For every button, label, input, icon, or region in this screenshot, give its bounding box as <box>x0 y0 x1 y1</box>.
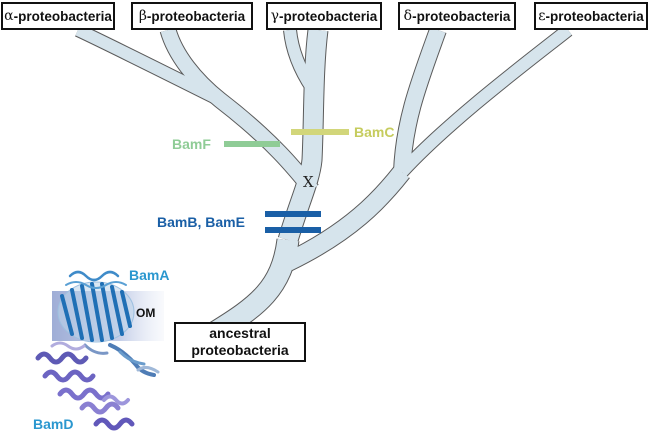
taxon-delta-symbol: δ <box>403 8 413 24</box>
taxon-epsilon-name: -proteobacteria <box>545 8 644 24</box>
taxon-beta-symbol: β <box>138 8 147 24</box>
taxon-alpha-name: -proteobacteria <box>13 8 112 24</box>
bamc-marker-bar <box>291 129 349 135</box>
bambe-marker-bar-1 <box>265 211 321 217</box>
branch-trunk-fill <box>208 238 299 342</box>
bambe-marker-bar-2 <box>265 227 321 233</box>
taxon-beta-proteobacteria: β-proteobacteria <box>131 2 253 30</box>
bamc-label: BamC <box>354 124 395 140</box>
branch-delta-fill <box>394 27 446 173</box>
bamf-label: BamF <box>172 136 211 152</box>
gene-loss-marker: X <box>303 173 314 191</box>
taxon-gamma-symbol: γ <box>270 8 280 24</box>
branch-alpha-fill <box>75 24 223 106</box>
root-label-line1: ancestral <box>209 325 271 341</box>
branch-de-stem-fill <box>284 166 410 271</box>
bama-potra-domains <box>83 343 160 377</box>
bambe-label: BamB, BamE <box>157 214 245 230</box>
branch-beta-fill <box>160 27 318 195</box>
taxon-beta-name: -proteobacteria <box>146 8 246 24</box>
tree-branch-fills <box>75 24 572 342</box>
branch-epsilon-fill <box>397 25 572 177</box>
bama-barrel <box>57 270 135 343</box>
taxon-delta-proteobacteria: δ-proteobacteria <box>398 2 516 30</box>
om-label: OM <box>136 306 156 320</box>
taxon-alpha-proteobacteria: α-proteobacteria <box>1 2 115 30</box>
taxon-gamma-proteobacteria: γ-proteobacteria <box>266 2 382 30</box>
taxon-epsilon-proteobacteria: ε-proteobacteria <box>534 2 648 30</box>
bama-label: BamA <box>129 267 170 283</box>
bamf-marker-bar <box>224 141 280 147</box>
branch-gamma-fill <box>284 29 318 92</box>
taxon-gamma-name: -proteobacteria <box>279 8 378 24</box>
root-label-line2: proteobacteria <box>191 342 289 358</box>
taxon-epsilon-symbol: ε <box>538 8 546 24</box>
bamd-helices <box>35 341 135 431</box>
branch-main-upper-fill <box>278 28 328 243</box>
taxon-alpha-symbol: α <box>4 8 14 24</box>
bam-complex-structure <box>35 270 164 431</box>
bamd-label: BamD <box>33 416 74 432</box>
ancestral-proteobacteria-box: ancestral proteobacteria <box>174 322 306 362</box>
taxon-delta-name: -proteobacteria <box>412 8 511 24</box>
